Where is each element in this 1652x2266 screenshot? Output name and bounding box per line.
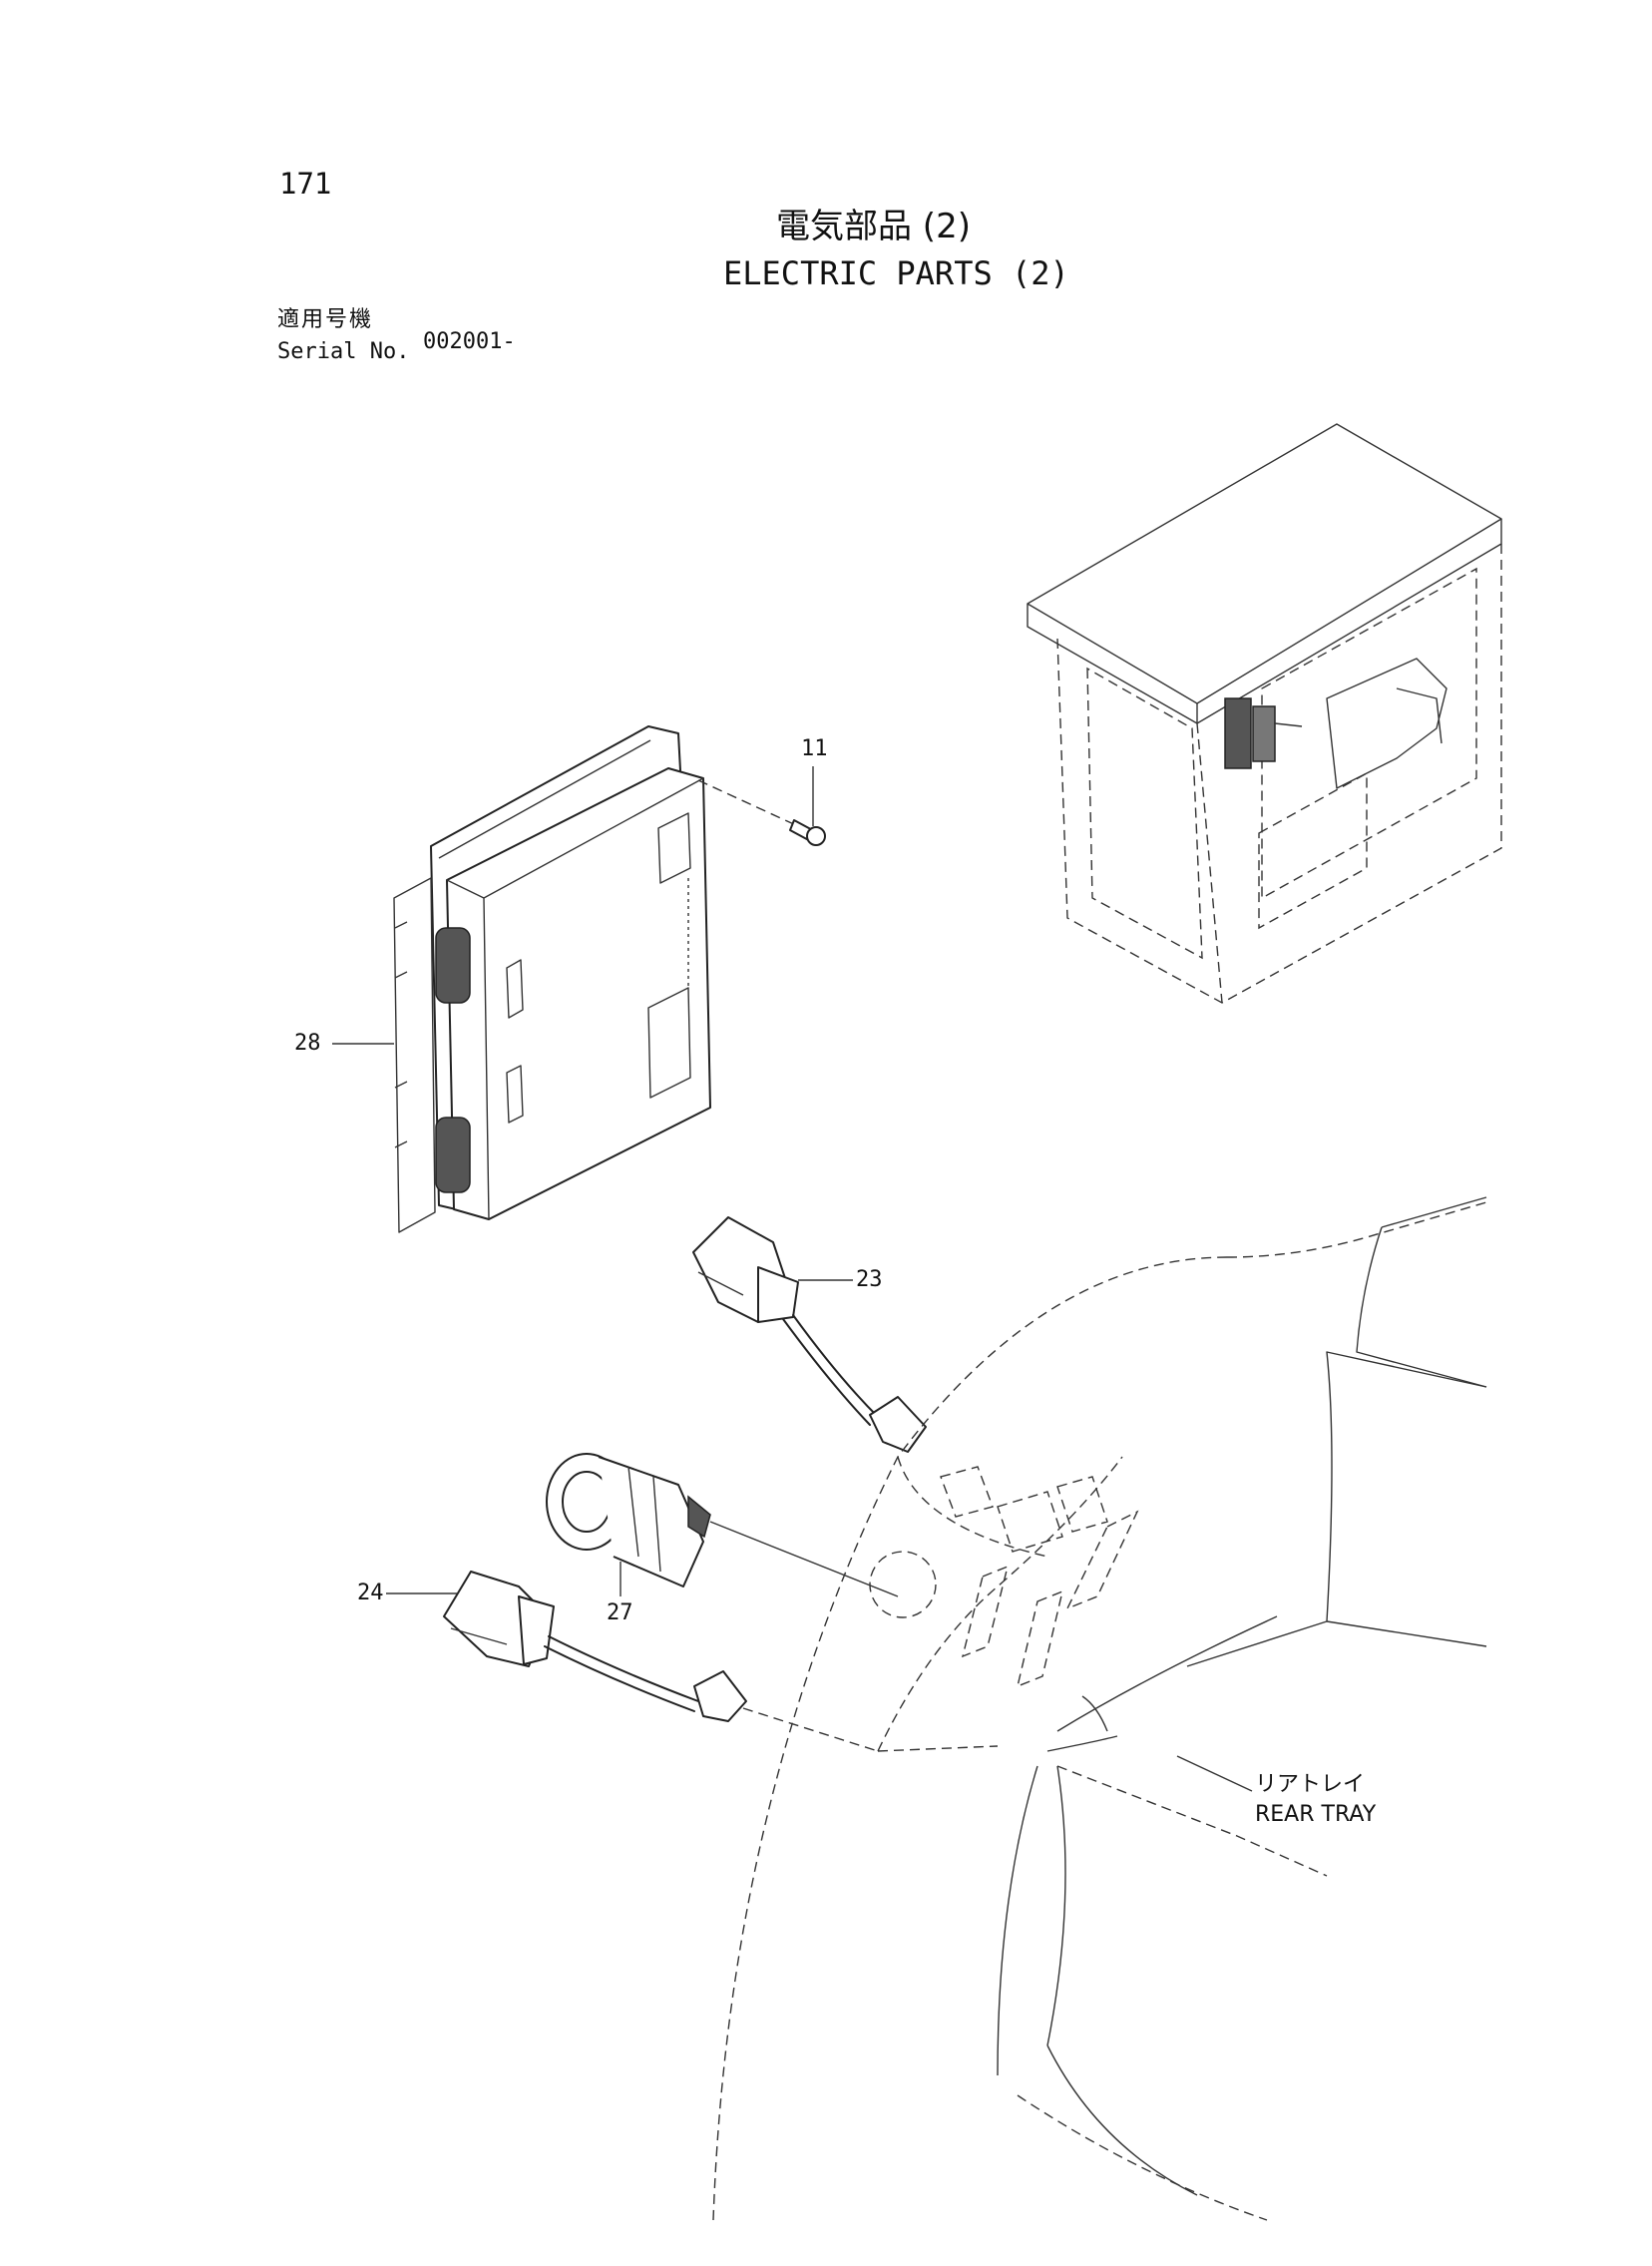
title-english: ELECTRIC PARTS (2) — [723, 254, 1069, 292]
rear-tray-label-english: REAR TRAY — [1255, 1802, 1377, 1827]
serial-label-japanese: 適用号機 — [277, 307, 374, 332]
serial-number-value: 002001- — [423, 329, 516, 354]
callout-23: 23 — [856, 1267, 883, 1292]
controller-unit-28 — [393, 725, 711, 1233]
leader-lines — [332, 766, 853, 1596]
callout-11: 11 — [801, 736, 828, 761]
title-japanese: 電気部品 (2) — [776, 207, 971, 246]
rear-tray-label-japanese: リアトレイ — [1255, 1772, 1366, 1797]
cab-overview-illustration — [1027, 423, 1502, 1004]
callout-24: 24 — [357, 1581, 384, 1605]
callout-27: 27 — [607, 1600, 633, 1625]
page-number: 171 — [279, 167, 332, 201]
switch-23 — [692, 1216, 927, 1453]
console-rear-tray-illustration — [712, 1196, 1487, 2221]
callout-28: 28 — [294, 1031, 321, 1056]
socket-27 — [546, 1453, 899, 1597]
screw-11 — [697, 779, 826, 846]
switch-24 — [443, 1571, 879, 1752]
serial-label-english: Serial No. — [277, 339, 410, 364]
